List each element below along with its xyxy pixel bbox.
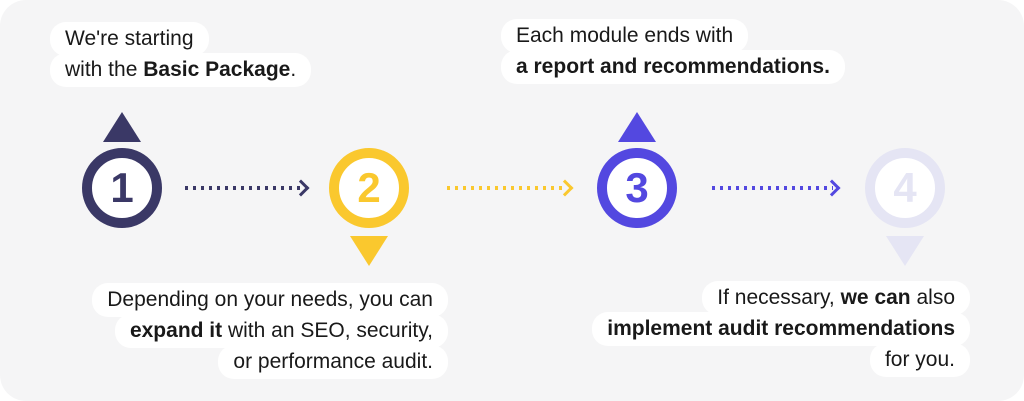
- callout-line-pill: Each module ends with: [501, 19, 749, 53]
- callout-text-segment: Each module ends with: [516, 24, 734, 47]
- step-circle-3: 3: [597, 148, 677, 228]
- callout-line: for you.: [869, 343, 970, 377]
- callout-line-pill: a report and recommendations.: [501, 50, 845, 84]
- dotted-line: [447, 186, 566, 190]
- dotted-line: [185, 186, 302, 190]
- callout-line-pill: If necessary, we can also: [702, 281, 970, 315]
- callout-line-pill: or performance audit.: [218, 345, 448, 379]
- callout-line: We're starting: [50, 22, 209, 56]
- triangle-up-icon: [618, 112, 656, 142]
- step-circle-4: 4: [865, 148, 945, 228]
- callout-line-pill: implement audit recommendations: [592, 312, 970, 346]
- callout-line: a report and recommendations.: [501, 50, 845, 84]
- callout-text-segment: a report and recommendations.: [516, 55, 830, 78]
- callout-line-pill: expand it with an SEO, security,: [114, 314, 448, 348]
- callout-text-segment: with the: [65, 58, 144, 81]
- callout-step2: Depending on your needs, you can expand …: [92, 283, 448, 379]
- arrowhead-icon: [292, 179, 310, 197]
- arrowhead-icon: [556, 179, 574, 197]
- callout-line: If necessary, we can also: [702, 281, 970, 315]
- callout-step3: Each module ends with a report and recom…: [501, 19, 845, 84]
- callout-text-segment: If necessary,: [717, 286, 841, 309]
- callout-line-pill: with the Basic Package.: [50, 53, 312, 87]
- callout-line: Each module ends with: [501, 19, 749, 53]
- callout-line: implement audit recommendations: [592, 312, 970, 346]
- arrow-step2-to-step3: [447, 179, 574, 197]
- dotted-line: [712, 186, 833, 190]
- step-number: 3: [625, 164, 649, 211]
- arrow-step3-to-step4: [712, 179, 841, 197]
- callout-text-segment: for you.: [884, 348, 955, 371]
- callout-text-segment: or performance audit.: [233, 350, 433, 373]
- callout-step4: If necessary, we can also implement audi…: [592, 281, 970, 377]
- arrow-step1-to-step2: [185, 179, 310, 197]
- callout-text-segment: Basic Package: [143, 58, 291, 81]
- step-number: 2: [357, 164, 381, 211]
- step-circle-2: 2: [329, 148, 409, 228]
- callout-line: Depending on your needs, you can: [92, 283, 448, 317]
- callout-line: or performance audit.: [218, 345, 448, 379]
- callout-step1: We're starting with the Basic Package.: [50, 22, 312, 87]
- callout-text-segment: we can: [840, 286, 911, 309]
- callout-line-pill: for you.: [869, 343, 970, 377]
- callout-text-segment: Depending on your needs, you can: [107, 288, 433, 311]
- step-number: 1: [110, 164, 134, 211]
- callout-line-pill: We're starting: [50, 22, 209, 56]
- arrowhead-icon: [823, 179, 841, 197]
- callout-text-segment: also: [910, 286, 955, 309]
- callout-text-segment: implement audit recommendations: [607, 317, 955, 340]
- callout-text-segment: with an SEO, security,: [222, 319, 433, 342]
- callout-line-pill: Depending on your needs, you can: [92, 283, 448, 317]
- callout-text-segment: We're starting: [65, 27, 194, 50]
- triangle-down-icon: [350, 236, 388, 266]
- triangle-down-icon: [886, 236, 924, 266]
- callout-text-segment: expand it: [129, 319, 223, 342]
- step-number: 4: [893, 164, 917, 211]
- triangle-up-icon: [103, 112, 141, 142]
- callout-line: expand it with an SEO, security,: [114, 314, 448, 348]
- step-circle-1: 1: [82, 148, 162, 228]
- callout-line: with the Basic Package.: [50, 53, 312, 87]
- callout-text-segment: .: [290, 58, 297, 81]
